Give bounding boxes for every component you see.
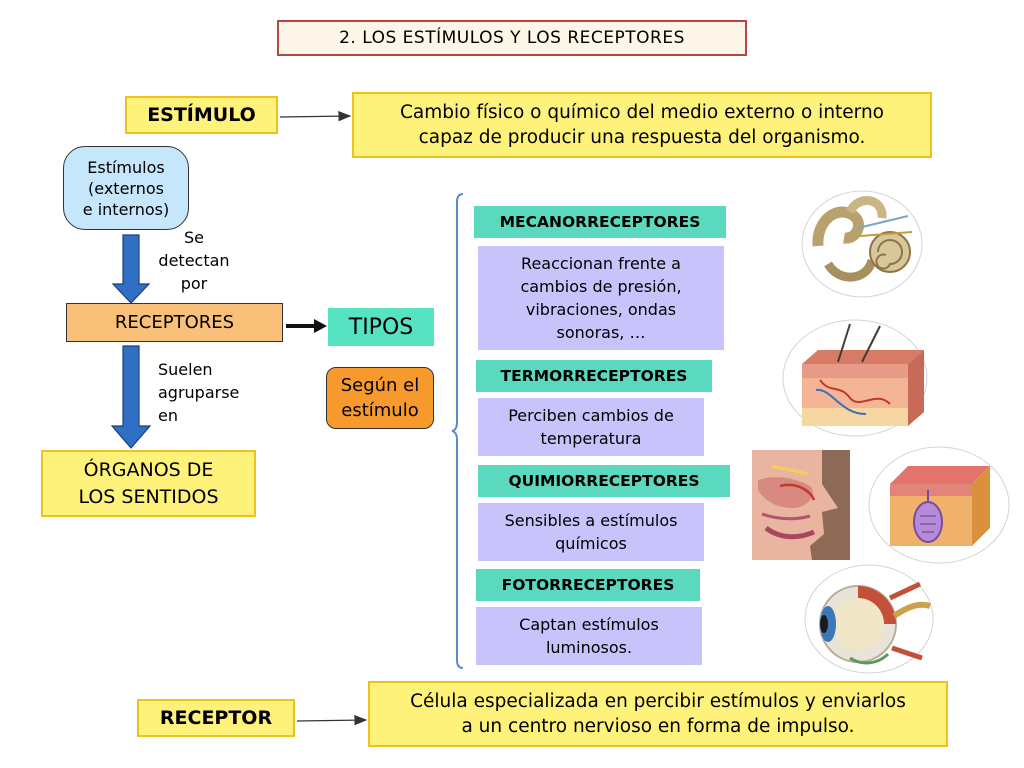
tipos-arrow [286,319,327,333]
detect-note: Se detectan por [148,226,240,295]
criterion-box: Según el estímulo [326,367,434,429]
quimiorreceptores-label: QUIMIORRECEPTORES [508,472,700,490]
termo-line-2: temperatura [540,429,642,448]
estimulo-definition-line-1: Cambio físico o químico del medio extern… [400,102,884,123]
group-line-3: en [158,406,178,425]
fotorreceptores-description: Captan estímulos luminosos. [476,607,702,665]
group-note: Suelen agruparse en [158,358,258,427]
detect-line-2: detectan [158,251,230,270]
inner-ear-icon [801,190,923,298]
receptor-definition-line-1: Célula especializada en percibir estímul… [410,691,906,712]
quimiorreceptores-header: QUIMIORRECEPTORES [478,465,730,497]
tipos-label: TIPOS [348,314,414,340]
mecano-line-2: cambios de presión, [520,277,682,296]
mecano-line-1: Reaccionan frente a [521,254,681,273]
organos-box: ÓRGANOS DE LOS SENTIDOS [41,450,256,517]
group-line-1: Suelen [158,360,213,379]
receptor-arrow [296,714,368,726]
quimio-line-1: Sensibles a estímulos [504,511,678,530]
termorreceptores-label: TERMORRECEPTORES [500,367,688,385]
estimulo-arrow [279,110,352,122]
detect-down-arrow [111,234,151,304]
mecanorreceptores-description: Reaccionan frente a cambios de presión, … [478,246,724,350]
types-bracket [451,193,464,669]
foto-line-2: luminosos. [545,638,633,657]
quimio-line-2: químicos [555,534,627,553]
organos-line-1: ÓRGANOS DE [83,458,214,481]
receptor-definition-box: Célula especializada en percibir estímul… [368,681,948,747]
receptor-definition-line-2: a un centro nervioso en forma de impulso… [461,716,855,737]
fotorreceptores-header: FOTORRECEPTORES [476,569,700,601]
estimulo-definition-line-2: capaz de producir una respuesta del orga… [418,127,866,148]
receptor-label: RECEPTOR [159,707,273,729]
detect-line-1: Se [184,228,204,247]
tipos-box: TIPOS [328,308,434,346]
receptores-label: RECEPTORES [114,312,235,333]
group-line-2: agruparse [158,383,240,402]
taste-bud-icon [868,446,1010,564]
foto-line-1: Captan estímulos [519,615,659,634]
organos-line-2: LOS SENTIDOS [78,485,219,508]
page-title-text: 2. LOS ESTÍMULOS Y LOS RECEPTORES [339,28,685,48]
stimuli-line-1: Estímulos [87,157,165,177]
mecanorreceptores-header: MECANORRECEPTORES [474,206,726,238]
mecanorreceptores-label: MECANORRECEPTORES [499,213,701,231]
eye-section-icon [804,564,934,674]
skin-section-icon [782,319,928,437]
receptor-label-box: RECEPTOR [137,699,295,737]
nose-head-icon [752,450,850,560]
criterion-line-1: Según el [340,375,420,396]
stimuli-bubble: Estímulos (externos e internos) [63,146,189,230]
termorreceptores-description: Perciben cambios de temperatura [478,398,704,456]
quimiorreceptores-description: Sensibles a estímulos químicos [478,503,704,561]
estimulo-definition-box: Cambio físico o químico del medio extern… [352,92,932,158]
stimuli-line-3: e internos) [82,199,170,219]
detect-line-3: por [180,274,208,293]
receptores-box: RECEPTORES [66,303,283,342]
mecano-line-4: sonoras, … [556,323,646,342]
fotorreceptores-label: FOTORRECEPTORES [501,576,675,594]
estimulo-label-box: ESTÍMULO [125,96,278,134]
stimuli-line-2: (externos [88,178,164,198]
group-down-arrow [110,345,152,449]
mecano-line-3: vibraciones, ondas [525,300,677,319]
termo-line-1: Perciben cambios de [508,406,674,425]
criterion-line-2: estímulo [341,400,419,421]
termorreceptores-header: TERMORRECEPTORES [476,360,712,392]
estimulo-label: ESTÍMULO [147,104,256,126]
page-title: 2. LOS ESTÍMULOS Y LOS RECEPTORES [277,20,747,56]
